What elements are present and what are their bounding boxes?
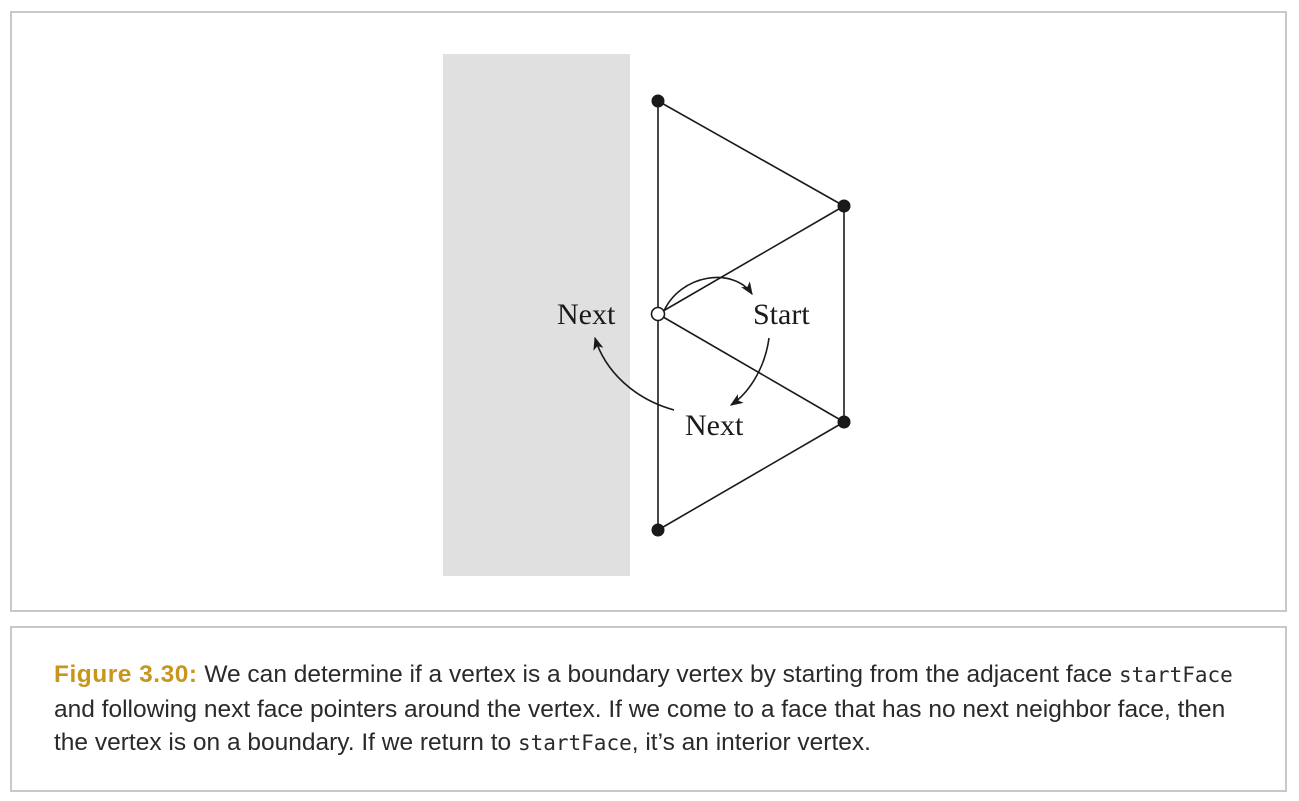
caption-text-part2: and following next face pointers around … bbox=[54, 695, 1226, 757]
caption-text-part1: We can determine if a vertex is a bounda… bbox=[197, 661, 1119, 688]
vertex-lower-right bbox=[837, 415, 851, 429]
label-next-left: Next bbox=[557, 298, 616, 331]
start-face-arrow bbox=[662, 276, 753, 314]
vertex-upper-right bbox=[837, 199, 851, 213]
boundary-vertex bbox=[650, 306, 666, 322]
next-face-arrow bbox=[729, 337, 770, 406]
label-start: Start bbox=[753, 298, 810, 331]
label-next-bottom: Next bbox=[685, 409, 744, 442]
figure-panel: Next Start Next bbox=[10, 11, 1287, 612]
next-boundary-arrow bbox=[593, 336, 675, 411]
boundary-region bbox=[443, 54, 630, 576]
mesh-edges bbox=[657, 100, 845, 531]
caption-panel: Figure 3.30: We can determine if a verte… bbox=[10, 626, 1287, 792]
edge-bottom-diagonal bbox=[657, 421, 845, 531]
vertex-bottom bbox=[651, 523, 665, 537]
vertices bbox=[650, 94, 851, 537]
caption-label: Figure 3.30: bbox=[54, 661, 198, 688]
edge-center-upper bbox=[657, 205, 845, 315]
edge-top-diagonal bbox=[657, 100, 845, 207]
caption-code-startface-1: startFace bbox=[1119, 663, 1233, 687]
caption-text-part3: , it’s an interior vertex. bbox=[631, 729, 871, 756]
boundary-vertex-diagram: Next Start Next bbox=[443, 54, 851, 576]
caption-code-startface-2: startFace bbox=[517, 731, 632, 755]
vertex-top bbox=[651, 94, 665, 108]
edge-center-lower bbox=[657, 313, 845, 423]
figure-caption: Figure 3.30: We can determine if a verte… bbox=[54, 658, 1264, 761]
